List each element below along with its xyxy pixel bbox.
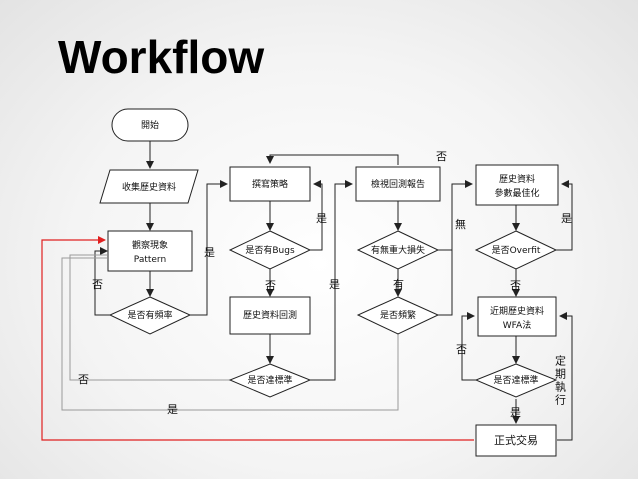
label-bugs-no: 否 — [265, 279, 276, 292]
svg-text:WFA法: WFA法 — [503, 319, 531, 331]
svg-text:收集歷史資料: 收集歷史資料 — [122, 181, 176, 193]
svg-text:有無重大損失: 有無重大損失 — [371, 244, 425, 256]
svg-text:參數最佳化: 參數最佳化 — [494, 187, 539, 199]
svg-text:是否頻繁: 是否頻繁 — [380, 309, 416, 321]
connectors — [41, 141, 573, 441]
edge-freq-yes-write — [190, 180, 228, 316]
node-meets-standard-2: 是否達標準 — [474, 363, 558, 398]
node-overfit: 是否Overfit — [474, 230, 558, 270]
label-meets1-yes: 是 — [329, 278, 340, 291]
label-overfit-yes: 是 — [561, 212, 572, 225]
node-start: 開始 — [111, 108, 189, 142]
label-frequent-yes: 是 — [167, 403, 178, 416]
svg-text:是否Overfit: 是否Overfit — [492, 245, 541, 256]
edge-bugs-yes-write — [310, 180, 323, 251]
node-has-bugs: 是否有Bugs — [228, 230, 312, 270]
svg-text:歷史資料: 歷史資料 — [499, 173, 535, 185]
node-backtest: 歷史資料回測 — [229, 296, 311, 335]
label-freq-no: 否 — [92, 278, 103, 291]
node-observe-pattern: 觀察現象 Pattern — [107, 230, 193, 272]
edge-overfit-yes-optimize — [556, 180, 573, 251]
svg-text:正式交易: 正式交易 — [494, 433, 538, 447]
node-meets-standard-1: 是否達標準 — [228, 363, 312, 398]
svg-text:Pattern: Pattern — [134, 255, 166, 265]
label-overfit-no: 否 — [510, 279, 521, 292]
svg-text:是否達標準: 是否達標準 — [247, 374, 292, 386]
svg-text:歷史資料回測: 歷史資料回測 — [243, 309, 297, 321]
node-has-frequency: 是否有頻率 — [108, 296, 192, 335]
node-write-strategy: 撰寫策略 — [229, 166, 311, 202]
edge-loss-no-optimize — [438, 180, 473, 251]
label-top-no: 否 — [436, 150, 447, 163]
edge-meets2-no-wfa — [461, 312, 476, 381]
edge-trade-feedback — [41, 236, 474, 441]
label-bugs-yes: 是 — [316, 212, 327, 225]
edge-labels: 是 否 是 否 否 是 有 無 否 是 否 否 是 是 定期執行 — [78, 150, 572, 419]
node-major-loss: 有無重大損失 — [356, 230, 440, 270]
svg-text:近期歷史資料: 近期歷史資料 — [490, 305, 544, 317]
edge-freq-no-observe — [94, 247, 110, 316]
label-periodic: 定期執行 — [554, 354, 567, 407]
edge-frequent-merge — [438, 250, 453, 316]
label-freq-yes: 是 — [204, 246, 215, 259]
svg-text:是否有Bugs: 是否有Bugs — [245, 244, 295, 256]
edge-top-no-write — [266, 154, 399, 165]
node-live-trading: 正式交易 — [475, 424, 557, 457]
slide-title: Workflow — [58, 31, 265, 83]
svg-text:觀察現象: 觀察現象 — [132, 239, 168, 251]
node-collect-data: 收集歷史資料 — [99, 169, 199, 204]
node-frequent: 是否頻繁 — [356, 296, 440, 335]
loop-frequent-yes-observe — [61, 257, 399, 411]
svg-text:是否達標準: 是否達標準 — [493, 374, 538, 386]
label-meets2-yes: 是 — [510, 406, 521, 419]
svg-text:是否有頻率: 是否有頻率 — [127, 309, 172, 321]
svg-text:檢視回測報告: 檢視回測報告 — [371, 178, 425, 190]
label-meets1-no: 否 — [78, 373, 89, 386]
label-meets2-no: 否 — [456, 343, 467, 356]
loop-meets1-no-observe — [69, 254, 230, 381]
node-wfa: 近期歷史資料 WFA法 — [477, 296, 557, 337]
node-optimize-params: 歷史資料 參數最佳化 — [475, 164, 559, 206]
node-review-report: 檢視回測報告 — [355, 166, 441, 202]
svg-text:撰寫策略: 撰寫策略 — [252, 178, 288, 190]
label-loss-yes: 有 — [393, 277, 404, 291]
edge-meets1-yes-review — [310, 180, 353, 381]
edge-trade-periodic-wfa — [557, 312, 573, 441]
svg-text:開始: 開始 — [141, 119, 159, 131]
label-loss-no: 無 — [455, 217, 466, 231]
